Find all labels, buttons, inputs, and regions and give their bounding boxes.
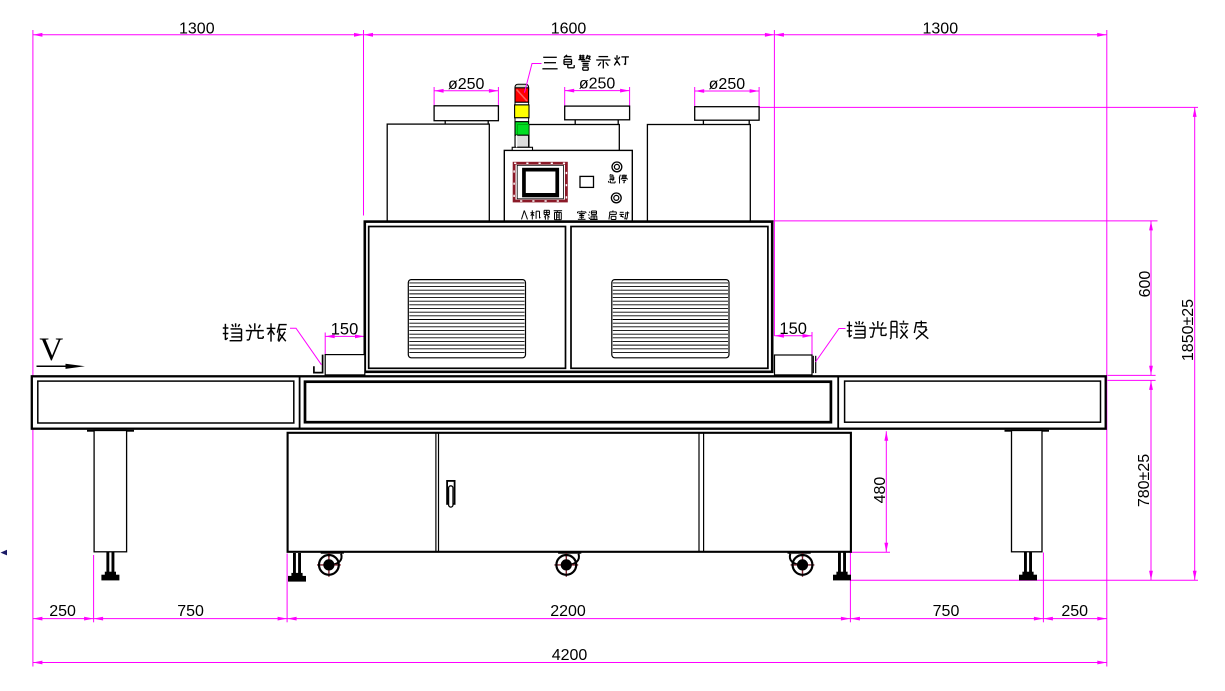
svg-text:ø250: ø250 (448, 76, 485, 93)
svg-text:4200: 4200 (552, 647, 588, 664)
svg-text:250: 250 (1061, 603, 1088, 620)
svg-text:ø250: ø250 (709, 76, 746, 93)
svg-text:2200: 2200 (550, 603, 586, 620)
svg-text:750: 750 (933, 603, 960, 620)
svg-text:1300: 1300 (179, 20, 215, 37)
svg-text:250: 250 (49, 603, 76, 620)
svg-text:150: 150 (779, 320, 807, 338)
svg-text:V: V (39, 332, 63, 368)
svg-text:750: 750 (177, 603, 204, 620)
svg-text:780±25: 780±25 (1136, 454, 1153, 507)
svg-text:1850±25: 1850±25 (1180, 299, 1197, 361)
svg-text:1600: 1600 (551, 20, 587, 37)
svg-text:ø250: ø250 (579, 76, 616, 93)
svg-text:1300: 1300 (923, 20, 959, 37)
svg-text:150: 150 (331, 321, 359, 339)
svg-text:480: 480 (872, 477, 889, 504)
svg-text:600: 600 (1137, 271, 1154, 298)
